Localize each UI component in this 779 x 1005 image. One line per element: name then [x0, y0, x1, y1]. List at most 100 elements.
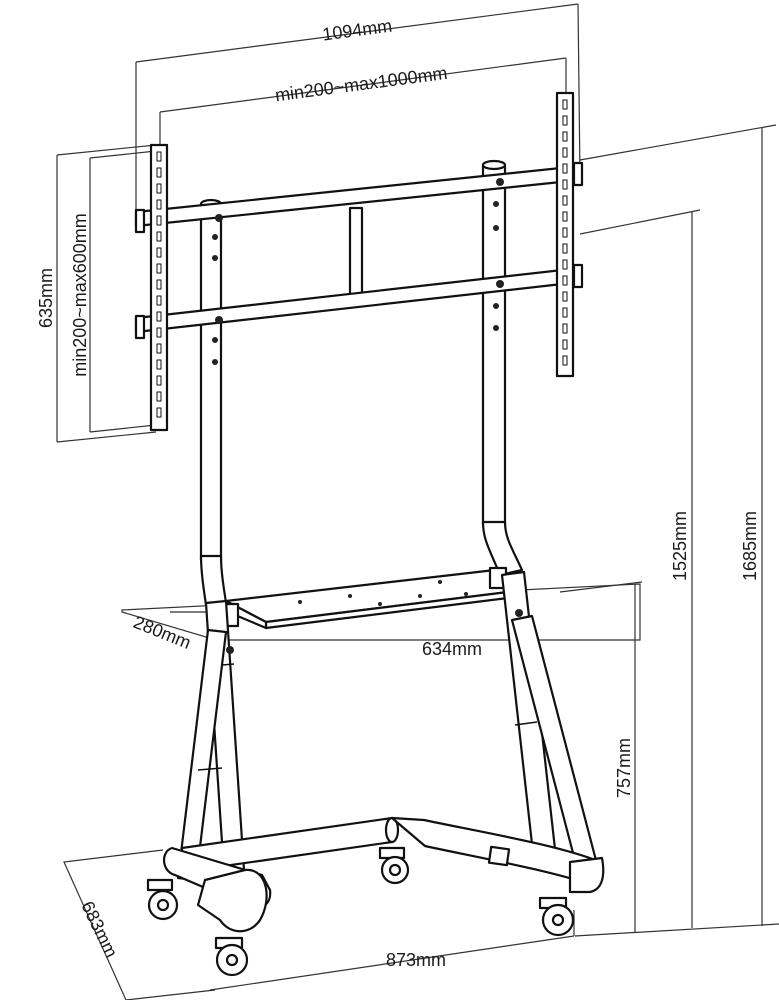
- dim-ext-1525-top: [579, 209, 701, 235]
- label-overall-width: 1094mm: [321, 16, 393, 45]
- dim-ext-vh-top: [89, 150, 157, 159]
- rail-slot: [156, 343, 162, 354]
- rail-slot: [156, 231, 162, 242]
- right-rail-slots: [562, 99, 568, 366]
- leg-joint-left: [197, 767, 223, 771]
- bolt: [212, 359, 218, 365]
- vesa-mount: [134, 91, 584, 654]
- right-pole-cap: [481, 159, 507, 171]
- uprights: [199, 159, 524, 607]
- rail-slot: [156, 359, 162, 370]
- rail-slot: [156, 295, 162, 306]
- rail-slot: [562, 99, 568, 110]
- leg-joint-left-upper: [221, 663, 235, 666]
- bolt: [215, 316, 223, 324]
- rail-slot: [562, 147, 568, 158]
- bolt: [226, 646, 234, 654]
- label-base-depth: 683mm: [77, 898, 121, 961]
- base-frame: [163, 816, 605, 933]
- bolt: [493, 201, 499, 207]
- shelf-hole: [464, 592, 468, 596]
- crossbar-cap: [572, 263, 584, 289]
- label-shelf-width: 634mm: [422, 639, 482, 659]
- rail-slot: [156, 279, 162, 290]
- bolt: [493, 225, 499, 231]
- rail-slot: [156, 407, 162, 418]
- shelf-hole: [348, 594, 352, 598]
- casters: [146, 846, 575, 977]
- caster-hub: [551, 913, 565, 927]
- bolt: [212, 337, 218, 343]
- shelf: [224, 566, 526, 630]
- rail-slot: [562, 195, 568, 206]
- label-vesa-height: min200~max600mm: [70, 213, 90, 377]
- left-pole-upper: [199, 203, 223, 562]
- dim-ext-vh-bottom: [89, 424, 157, 433]
- label-757: 757mm: [614, 738, 634, 798]
- caster-hub: [388, 863, 402, 877]
- dim-shelf-plane: [121, 583, 641, 641]
- rail-slot: [156, 151, 162, 162]
- label-shelf-depth: 280mm: [131, 612, 194, 653]
- dim-ext-635-bottom: [56, 431, 157, 443]
- dim-base-left: [63, 849, 164, 1001]
- rail-slot: [562, 355, 568, 366]
- bolt: [515, 609, 523, 617]
- rail-slot: [156, 167, 162, 178]
- bolt: [215, 214, 223, 222]
- rail-slot: [562, 131, 568, 142]
- bolt: [496, 178, 504, 186]
- rail-slot: [562, 307, 568, 318]
- center-plate: [348, 206, 364, 300]
- left-pole-bend: [199, 554, 228, 607]
- left-rail-slots: [156, 151, 162, 418]
- base-clamp: [487, 845, 511, 867]
- caster-front-left: [214, 936, 249, 977]
- legs: [176, 570, 600, 882]
- shelf-hole: [418, 594, 422, 598]
- rail-slot: [562, 227, 568, 238]
- base-front-left: [196, 868, 268, 933]
- caster-rear-left: [146, 878, 179, 921]
- caster-front-right: [538, 896, 575, 937]
- rail-slot: [562, 115, 568, 126]
- dim-ext-757-top: [559, 581, 643, 593]
- base-right-foot: [568, 856, 605, 894]
- crossbar-cap: [572, 161, 584, 187]
- rail-slot: [156, 391, 162, 402]
- dim-ext-1685-top: [579, 124, 777, 161]
- bolt: [493, 325, 499, 331]
- rail-slot: [562, 323, 568, 334]
- caster-hub: [156, 898, 170, 912]
- dimension-lines: [56, 3, 779, 1001]
- rail-slot: [156, 327, 162, 338]
- bolt: [212, 255, 218, 261]
- right-pole-upper: [481, 164, 507, 527]
- crossbar-cap: [134, 314, 146, 340]
- rail-slot: [156, 183, 162, 194]
- right-pole-bend: [481, 520, 524, 577]
- bolt: [496, 280, 504, 288]
- shelf-hole: [298, 600, 302, 604]
- rail-slot: [562, 163, 568, 174]
- rail-slot: [562, 243, 568, 254]
- rail-slot: [156, 375, 162, 386]
- dim-line-vesa-width: [159, 57, 567, 113]
- label-1525: 1525mm: [670, 511, 690, 581]
- label-1685: 1685mm: [740, 511, 760, 581]
- rail-slot: [562, 339, 568, 350]
- dim-ext-right: [577, 3, 581, 179]
- bolt: [212, 234, 218, 240]
- rail-slot: [156, 263, 162, 274]
- caster-hub: [225, 953, 239, 967]
- caster-rear-center: [378, 846, 410, 885]
- rail-slot: [562, 259, 568, 270]
- label-base-width: 873mm: [386, 950, 446, 970]
- rail-slot: [562, 275, 568, 286]
- rail-slot: [562, 179, 568, 190]
- bolt: [493, 303, 499, 309]
- dim-ext-635-top: [56, 144, 157, 156]
- shelf-hole: [378, 602, 382, 606]
- caster-mount: [146, 878, 174, 892]
